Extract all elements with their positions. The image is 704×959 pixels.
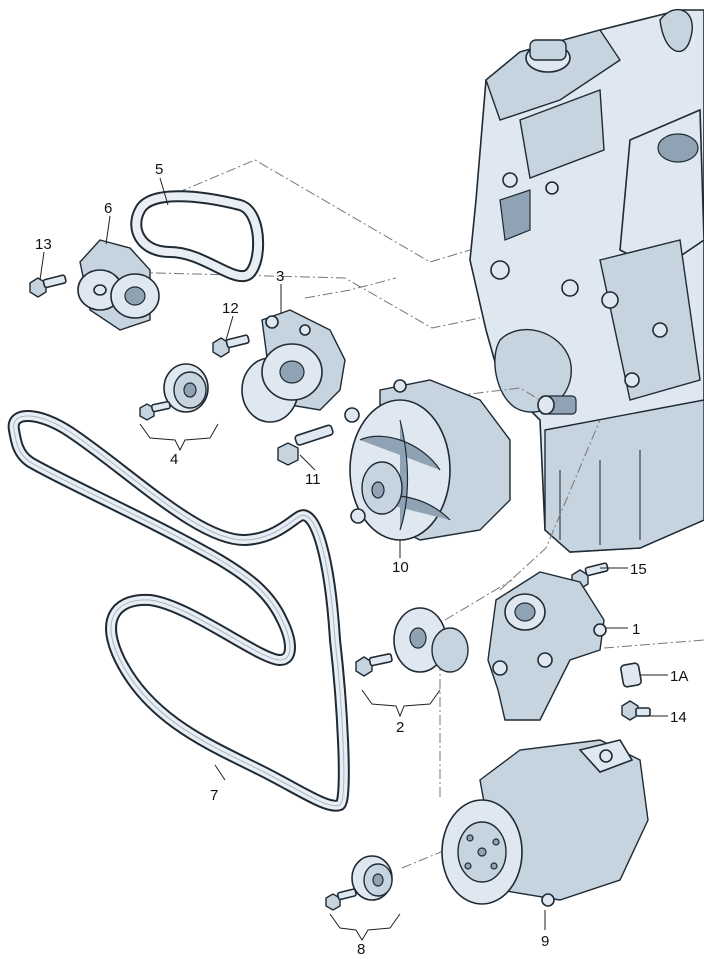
callout-1a: 1A [670,668,688,685]
engine-block [469,9,704,553]
ac-compressor-9 [441,739,649,907]
leader-lines [39,177,668,941]
callout-7: 7 [210,787,218,804]
callout-2: 2 [396,719,404,736]
alternator-10 [344,379,511,541]
bolt-12 [212,334,250,358]
callout-6: 6 [104,200,112,217]
bolt-13 [29,274,67,298]
bolt-14 [621,700,651,721]
callout-4: 4 [170,451,178,468]
idler-pulley-4 [139,363,209,421]
bracket-1 [487,571,607,721]
bolt-11 [277,424,334,466]
assembly-lines [119,159,704,869]
pulley-8 [325,855,393,911]
callout-15: 15 [630,561,647,578]
callout-9: 9 [541,933,549,950]
callout-8: 8 [357,941,365,958]
callout-1: 1 [632,621,640,638]
tensioner-bracket-3 [241,309,346,423]
callout-10: 10 [392,559,409,576]
pulley-2 [355,607,469,677]
callout-12: 12 [222,300,239,317]
callout-labels: 1 1A 2 3 4 5 6 7 8 9 10 11 12 13 14 15 [35,161,688,958]
callout-13: 13 [35,236,52,253]
small-ribbed-belt [130,190,265,283]
callout-5: 5 [155,161,163,178]
callout-11: 11 [305,471,321,488]
sleeve-1a [620,662,642,688]
callout-3: 3 [276,268,284,285]
callout-14: 14 [670,709,687,726]
belt-tensioner-6 [77,239,160,331]
large-ribbed-belt [7,410,350,812]
